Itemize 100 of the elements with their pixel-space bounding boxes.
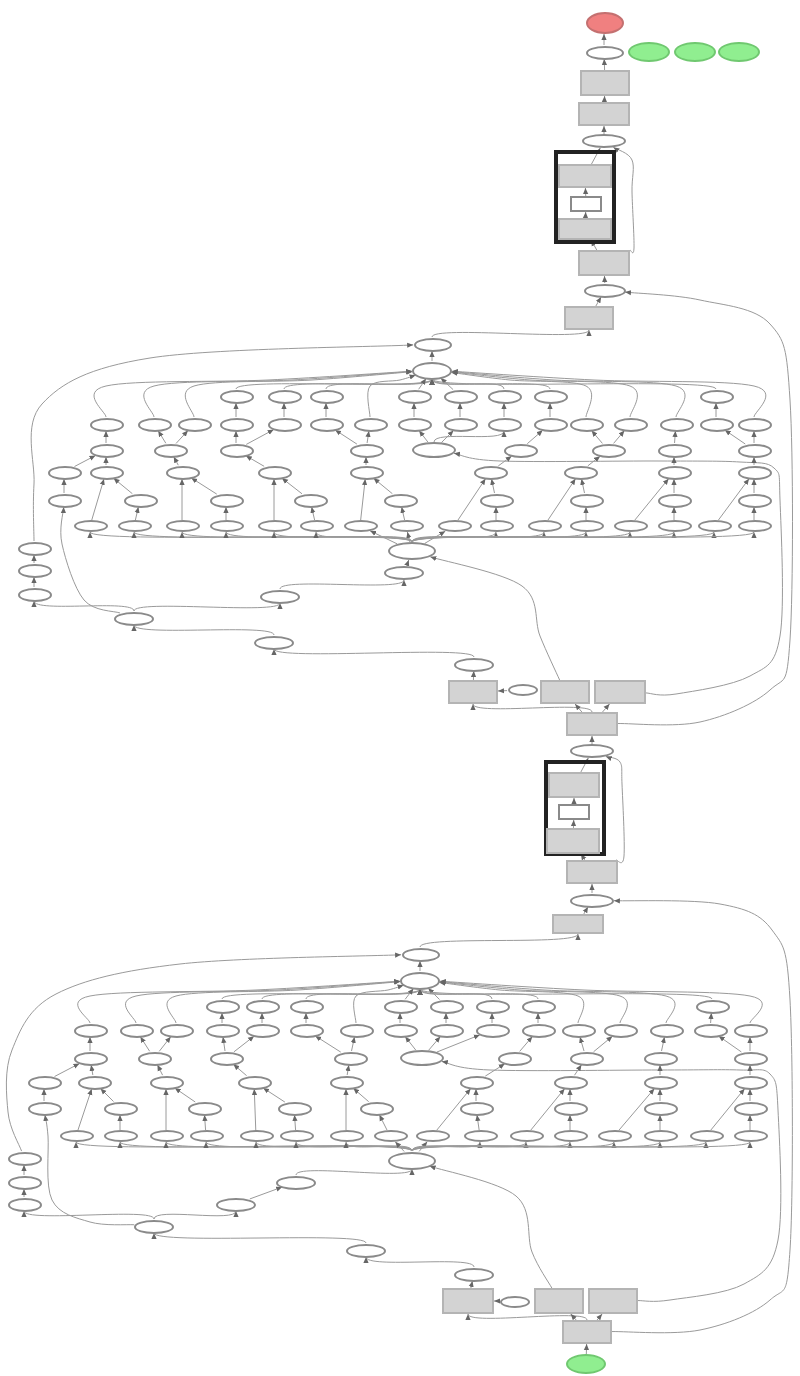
ellipse-node bbox=[89, 465, 123, 479]
ellipse-node bbox=[570, 893, 614, 907]
ellipse-node bbox=[585, 12, 623, 34]
arrow bbox=[451, 370, 638, 418]
ellipse-node bbox=[254, 635, 294, 649]
ellipse-node bbox=[309, 417, 343, 431]
arrow bbox=[33, 600, 135, 612]
arrow bbox=[143, 369, 413, 418]
ellipse-node bbox=[400, 971, 440, 989]
ellipse-node bbox=[479, 520, 513, 532]
ellipse-node bbox=[77, 1075, 111, 1089]
arrow bbox=[591, 430, 603, 444]
arrow bbox=[457, 478, 486, 521]
arrow bbox=[579, 1036, 585, 1052]
arrow bbox=[134, 506, 140, 521]
arrow bbox=[100, 1088, 114, 1102]
ellipse-node bbox=[563, 465, 597, 479]
ellipse-node bbox=[497, 1051, 531, 1065]
arrow bbox=[279, 579, 405, 590]
ellipse-node bbox=[553, 1101, 587, 1115]
box-node bbox=[442, 1288, 494, 1314]
arrow bbox=[419, 933, 579, 948]
ellipse-node bbox=[73, 1051, 107, 1065]
arrow bbox=[751, 430, 757, 444]
ellipse-node bbox=[443, 389, 477, 403]
arrow bbox=[233, 402, 239, 418]
ellipse-node bbox=[699, 417, 733, 431]
arrow bbox=[232, 1063, 248, 1077]
arrow bbox=[747, 1064, 753, 1076]
arrow bbox=[30, 342, 414, 542]
arrow bbox=[283, 378, 433, 390]
arrow bbox=[345, 1141, 413, 1152]
ellipse-node bbox=[397, 417, 431, 431]
arrow bbox=[713, 402, 719, 418]
arrow bbox=[611, 898, 793, 1334]
arrow bbox=[431, 378, 551, 390]
ellipse-node bbox=[384, 566, 424, 580]
ellipse-node bbox=[267, 389, 301, 403]
arrow bbox=[601, 125, 607, 135]
ellipse-node bbox=[159, 1023, 193, 1037]
arrow bbox=[617, 290, 793, 726]
arrow bbox=[261, 988, 421, 1000]
arrow bbox=[406, 531, 412, 543]
arrow bbox=[21, 1164, 27, 1176]
arrow bbox=[373, 477, 393, 495]
ellipse-node bbox=[339, 1023, 373, 1037]
arrow bbox=[583, 187, 589, 197]
arrow bbox=[547, 478, 576, 521]
ellipse-node bbox=[7, 1175, 41, 1189]
box-node bbox=[588, 1288, 638, 1314]
ellipse-node bbox=[17, 541, 51, 555]
arrow bbox=[345, 1064, 351, 1076]
box-node bbox=[578, 102, 630, 126]
ellipse-node bbox=[569, 417, 603, 431]
arrow bbox=[530, 1088, 566, 1131]
box-node bbox=[558, 218, 612, 240]
box-node bbox=[564, 306, 614, 330]
arrow bbox=[657, 1114, 663, 1131]
arrow bbox=[305, 988, 421, 1000]
ellipse-node bbox=[500, 1295, 530, 1307]
arrow bbox=[497, 688, 508, 694]
arrow bbox=[245, 429, 275, 445]
ellipse-node bbox=[123, 493, 157, 507]
arrow bbox=[497, 455, 513, 467]
ellipse-node bbox=[454, 657, 494, 671]
arrow bbox=[87, 1036, 93, 1052]
ellipse-node bbox=[437, 520, 471, 532]
arrow bbox=[271, 478, 277, 521]
arrow bbox=[419, 988, 713, 1000]
ellipse-node bbox=[59, 1130, 93, 1142]
arrow bbox=[490, 478, 496, 494]
arrow bbox=[547, 402, 553, 418]
arrow bbox=[595, 296, 602, 307]
arrow bbox=[175, 430, 189, 444]
arrow bbox=[751, 456, 757, 466]
box-node bbox=[594, 680, 646, 704]
ellipse-node bbox=[383, 1023, 417, 1037]
ellipse-node bbox=[27, 1075, 61, 1089]
ellipse-node bbox=[673, 42, 715, 62]
arrow bbox=[303, 1012, 309, 1024]
arrow bbox=[315, 531, 413, 543]
ellipse-node bbox=[216, 1197, 256, 1211]
ellipse-node bbox=[239, 1130, 273, 1142]
ellipse-node bbox=[388, 1151, 436, 1169]
arrow bbox=[158, 1036, 172, 1052]
ellipse-node bbox=[89, 443, 123, 457]
ellipse-node bbox=[737, 417, 771, 431]
arrow bbox=[117, 1114, 123, 1131]
arrow bbox=[60, 506, 121, 614]
arrow bbox=[439, 979, 676, 1024]
arrow bbox=[710, 1088, 746, 1131]
arrow bbox=[535, 1012, 541, 1024]
ellipse-node bbox=[533, 389, 567, 403]
ellipse-node bbox=[657, 493, 691, 507]
arrow bbox=[589, 883, 595, 894]
arrow bbox=[470, 670, 477, 681]
ellipse-node bbox=[279, 1130, 313, 1142]
ellipse-node bbox=[245, 1023, 279, 1037]
arrow bbox=[156, 1064, 164, 1076]
ellipse-node bbox=[389, 520, 423, 532]
